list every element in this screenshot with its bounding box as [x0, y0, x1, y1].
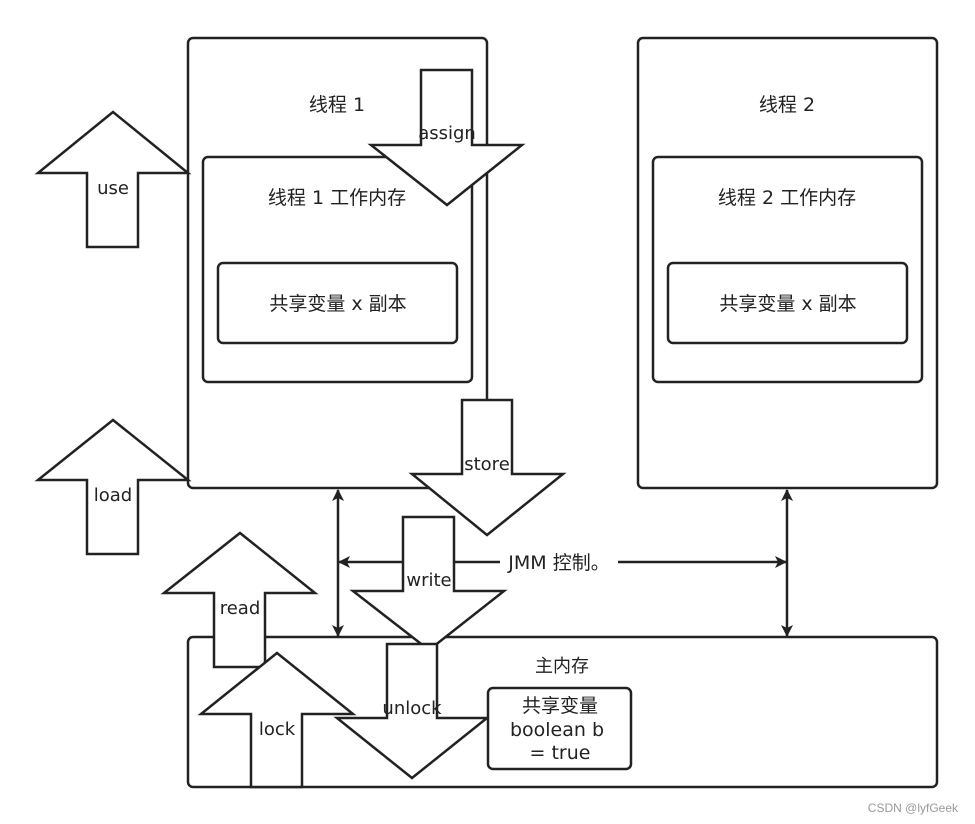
thread2-work-memory-title: 线程 2 工作内存: [718, 187, 856, 209]
watermark: CSDN @lyfGeek: [868, 801, 959, 815]
store-label: store: [464, 454, 510, 475]
thread1-copy-label: 共享变量 x 副本: [269, 293, 406, 315]
thread2-copy-label: 共享变量 x 副本: [719, 293, 856, 315]
unlock-label: unlock: [382, 698, 442, 719]
lock-label: lock: [259, 719, 296, 740]
thread2-title: 线程 2: [759, 94, 815, 116]
thread1-work-memory-title: 线程 1 工作内存: [268, 187, 406, 209]
assign-arrow: assign: [367, 68, 526, 207]
write-arrow: write: [349, 515, 508, 652]
use-label: use: [97, 178, 129, 199]
write-label: write: [406, 570, 451, 591]
shared-variable-line2: boolean b: [510, 719, 604, 741]
thread2-variable-copy: 共享变量 x 副本: [666, 261, 909, 345]
main-memory-title: 主内存: [535, 656, 589, 677]
shared-variable-line1: 共享变量: [522, 695, 598, 717]
thread1-variable-copy: 共享变量 x 副本: [216, 261, 459, 345]
lock-arrow: lock: [197, 651, 357, 789]
shared-variable-box: 共享变量 boolean b = true: [486, 686, 633, 771]
read-arrow: read: [160, 531, 319, 669]
unlock-arrow: unlock: [333, 642, 491, 780]
read-label: read: [220, 598, 261, 619]
store-arrow: store: [408, 398, 567, 537]
use-arrow: use: [34, 110, 192, 249]
thread1-title: 线程 1: [309, 94, 365, 116]
assign-label: assign: [418, 123, 476, 144]
shared-variable-line3: = true: [530, 742, 591, 764]
load-label: load: [94, 485, 132, 506]
load-arrow: load: [34, 418, 192, 556]
jmm-control-label: JMM 控制。: [507, 552, 609, 574]
